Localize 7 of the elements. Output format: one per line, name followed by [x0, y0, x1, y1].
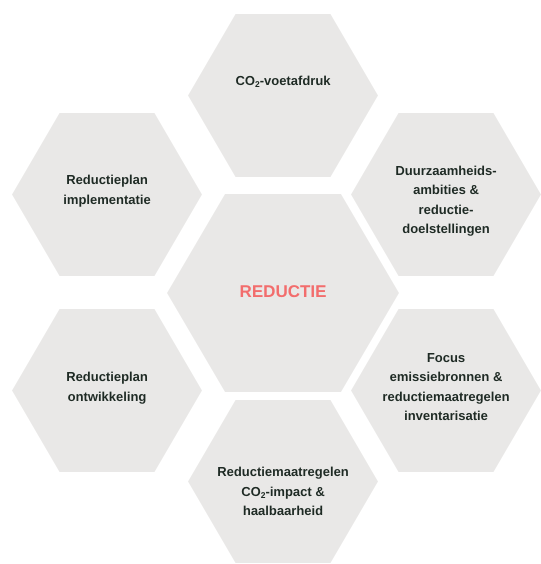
- node-label: Reductiemaatregelen CO$_{2}$-impact & haalbaarheid: [216, 463, 350, 520]
- node-label: Reductieplan ontwikkeling: [65, 368, 149, 406]
- center-title: REDUCTIE: [240, 281, 326, 304]
- node-label: Reductieplan implementatie: [62, 171, 152, 209]
- node-label: Focus emissiebronnen & reductiemaatregelen inventarisatie: [381, 348, 511, 425]
- node-label: CO$_{2}$-voetafdruk: [236, 72, 330, 90]
- node-label: Duurzaamheids- ambities & reductie- doelstellingen: [394, 162, 498, 238]
